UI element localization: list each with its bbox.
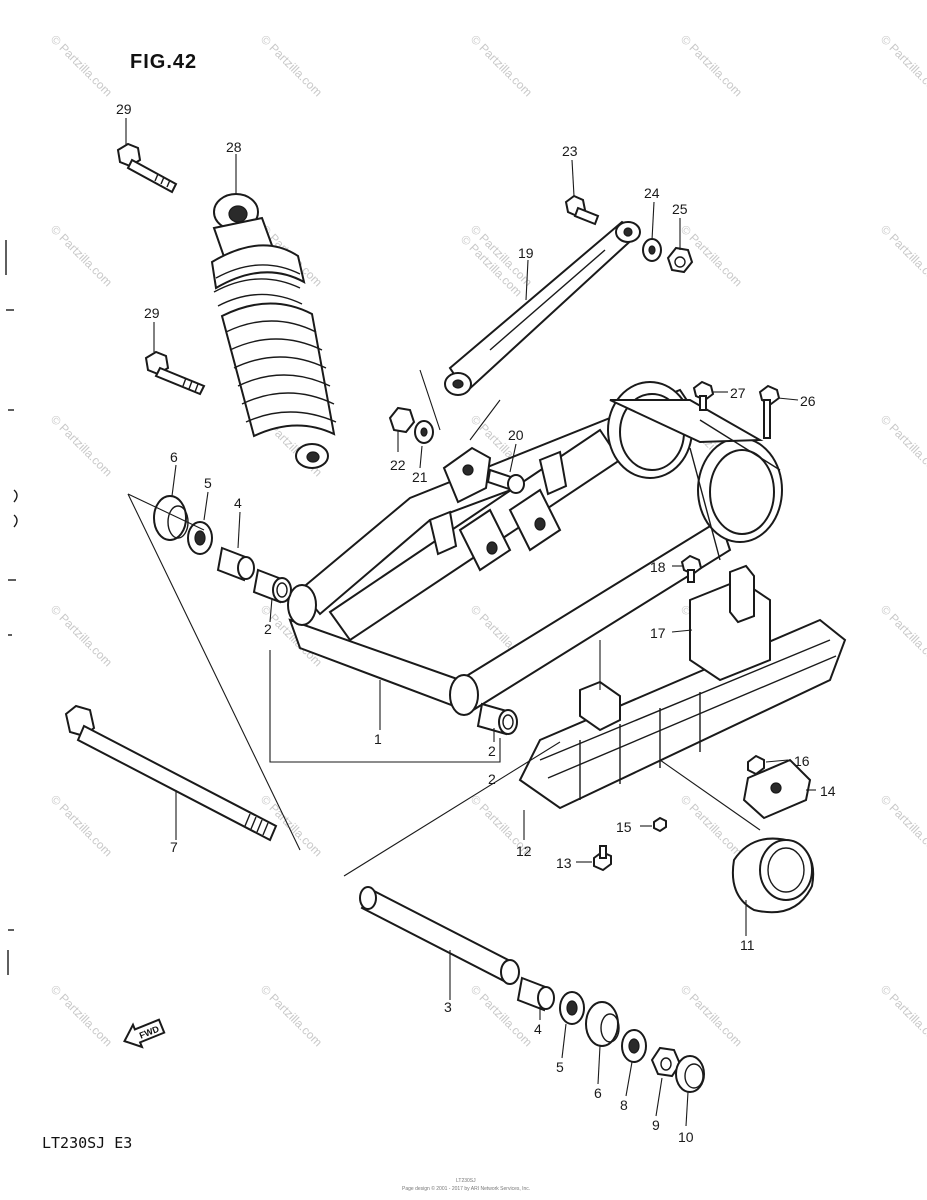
oil-seal-6-right	[585, 1001, 620, 1047]
bolt-13	[593, 845, 612, 872]
bearing-2-right	[476, 702, 518, 736]
watermark-tile: © Partzilla.com	[678, 32, 745, 99]
bolt-23	[564, 194, 600, 226]
washer-5-right	[559, 991, 585, 1025]
bolt-29-mid	[144, 350, 206, 396]
footer-line-2: Page design © 2001 - 2017 by ARI Network…	[402, 1185, 530, 1192]
callout-14: 14	[820, 783, 836, 799]
washer-24	[642, 238, 662, 262]
callout-21: 21	[412, 469, 428, 485]
callout-5: 5	[556, 1059, 564, 1075]
watermark-tile: © Partzilla.com	[48, 792, 115, 859]
callout-6: 6	[170, 449, 178, 465]
footer-line-1: LT230SJ	[456, 1178, 476, 1184]
bolt-27	[692, 380, 715, 411]
callout-6: 6	[594, 1085, 602, 1101]
watermark-tile: © Partzilla.com	[878, 32, 927, 99]
bolt-18	[680, 554, 703, 583]
callout-25: 25	[672, 201, 688, 217]
shock-absorber-28	[210, 193, 337, 469]
bracket-17	[689, 564, 771, 682]
spacer-4-right	[516, 976, 555, 1012]
callout-2: 2	[488, 771, 496, 787]
oil-seal-6-left	[153, 495, 189, 541]
callout-5: 5	[204, 475, 212, 491]
watermark-tile: © Partzilla.com	[258, 32, 325, 99]
bearing-2-left	[252, 568, 292, 604]
watermark-tile: © Partzilla.com	[468, 32, 535, 99]
model-code: LT230SJ E3	[42, 1134, 132, 1152]
callout-29: 29	[144, 305, 160, 321]
watermark-tile: © Partzilla.com	[878, 602, 927, 669]
cap-10	[675, 1055, 705, 1093]
leader-lines	[125, 118, 816, 1127]
watermark-tile: © Partzilla.com	[878, 792, 927, 859]
guide-lines	[127, 369, 761, 877]
figure-title: FIG.42	[130, 51, 197, 73]
nut-25	[666, 246, 694, 274]
callout-29: 29	[116, 101, 132, 117]
scan-edge-marks	[5, 240, 18, 975]
swingarm-1	[287, 381, 783, 716]
watermark-tile: © Partzilla.com	[48, 32, 115, 99]
callout-20: 20	[508, 427, 524, 443]
forward-arrow-icon: FWD	[123, 1018, 166, 1049]
callout-24: 24	[644, 185, 660, 201]
callout-16: 16	[794, 753, 810, 769]
nut-22	[388, 406, 416, 434]
watermark-tile: © Partzilla.com	[878, 412, 927, 479]
callout-labels: 1 2 2 2 3 4 4 5 5 6 6 7 8 9 10 11 12 13 …	[116, 101, 836, 1145]
callout-8: 8	[620, 1097, 628, 1113]
callout-4: 4	[534, 1021, 542, 1037]
clamp-14	[742, 758, 812, 820]
callout-26: 26	[800, 393, 816, 409]
chain-guard-12	[518, 618, 847, 810]
screw-15	[653, 816, 667, 833]
callout-7: 7	[170, 839, 178, 855]
callout-2: 2	[488, 743, 496, 759]
collar-3	[359, 886, 520, 985]
washer-5-left	[187, 521, 213, 555]
callout-4: 4	[234, 495, 242, 511]
callout-1: 1	[374, 731, 382, 747]
watermark-tile: © Partzilla.com	[258, 982, 325, 1049]
bolt-29-top	[116, 142, 178, 194]
watermark-tile: © Partzilla.com	[878, 222, 927, 289]
callout-13: 13	[556, 855, 572, 871]
watermark-tile: © Partzilla.com	[48, 602, 115, 669]
callout-11: 11	[740, 937, 755, 953]
torque-rod-19	[444, 220, 641, 396]
spacer-4-left	[216, 546, 255, 582]
bolt-20	[486, 468, 525, 494]
callout-17: 17	[650, 625, 666, 641]
callout-27: 27	[730, 385, 746, 401]
washer-21	[414, 420, 434, 444]
callout-12: 12	[516, 843, 532, 859]
watermark-tile: © Partzilla.com	[678, 982, 745, 1049]
watermark-tile: © Partzilla.com	[48, 412, 115, 479]
callout-19: 19	[518, 245, 534, 261]
callout-22: 22	[390, 457, 406, 473]
sleeve-11	[732, 837, 815, 914]
nut-16	[747, 754, 765, 776]
callout-28: 28	[226, 139, 242, 155]
callout-15: 15	[616, 819, 632, 835]
watermark-tile: © Partzilla.com	[878, 982, 927, 1049]
watermark-tile: © Partzilla.com	[48, 222, 115, 289]
washer-8	[621, 1029, 647, 1063]
watermark-tile: © Partzilla.com	[678, 792, 745, 859]
callout-3: 3	[444, 999, 452, 1015]
pivot-shaft-7	[64, 704, 278, 842]
callout-18: 18	[650, 559, 666, 575]
callout-10: 10	[678, 1129, 694, 1145]
callout-9: 9	[652, 1117, 660, 1133]
callout-2: 2	[264, 621, 272, 637]
watermark-tile: © Partzilla.com	[48, 982, 115, 1049]
callout-23: 23	[562, 143, 578, 159]
bolt-26	[758, 384, 781, 439]
